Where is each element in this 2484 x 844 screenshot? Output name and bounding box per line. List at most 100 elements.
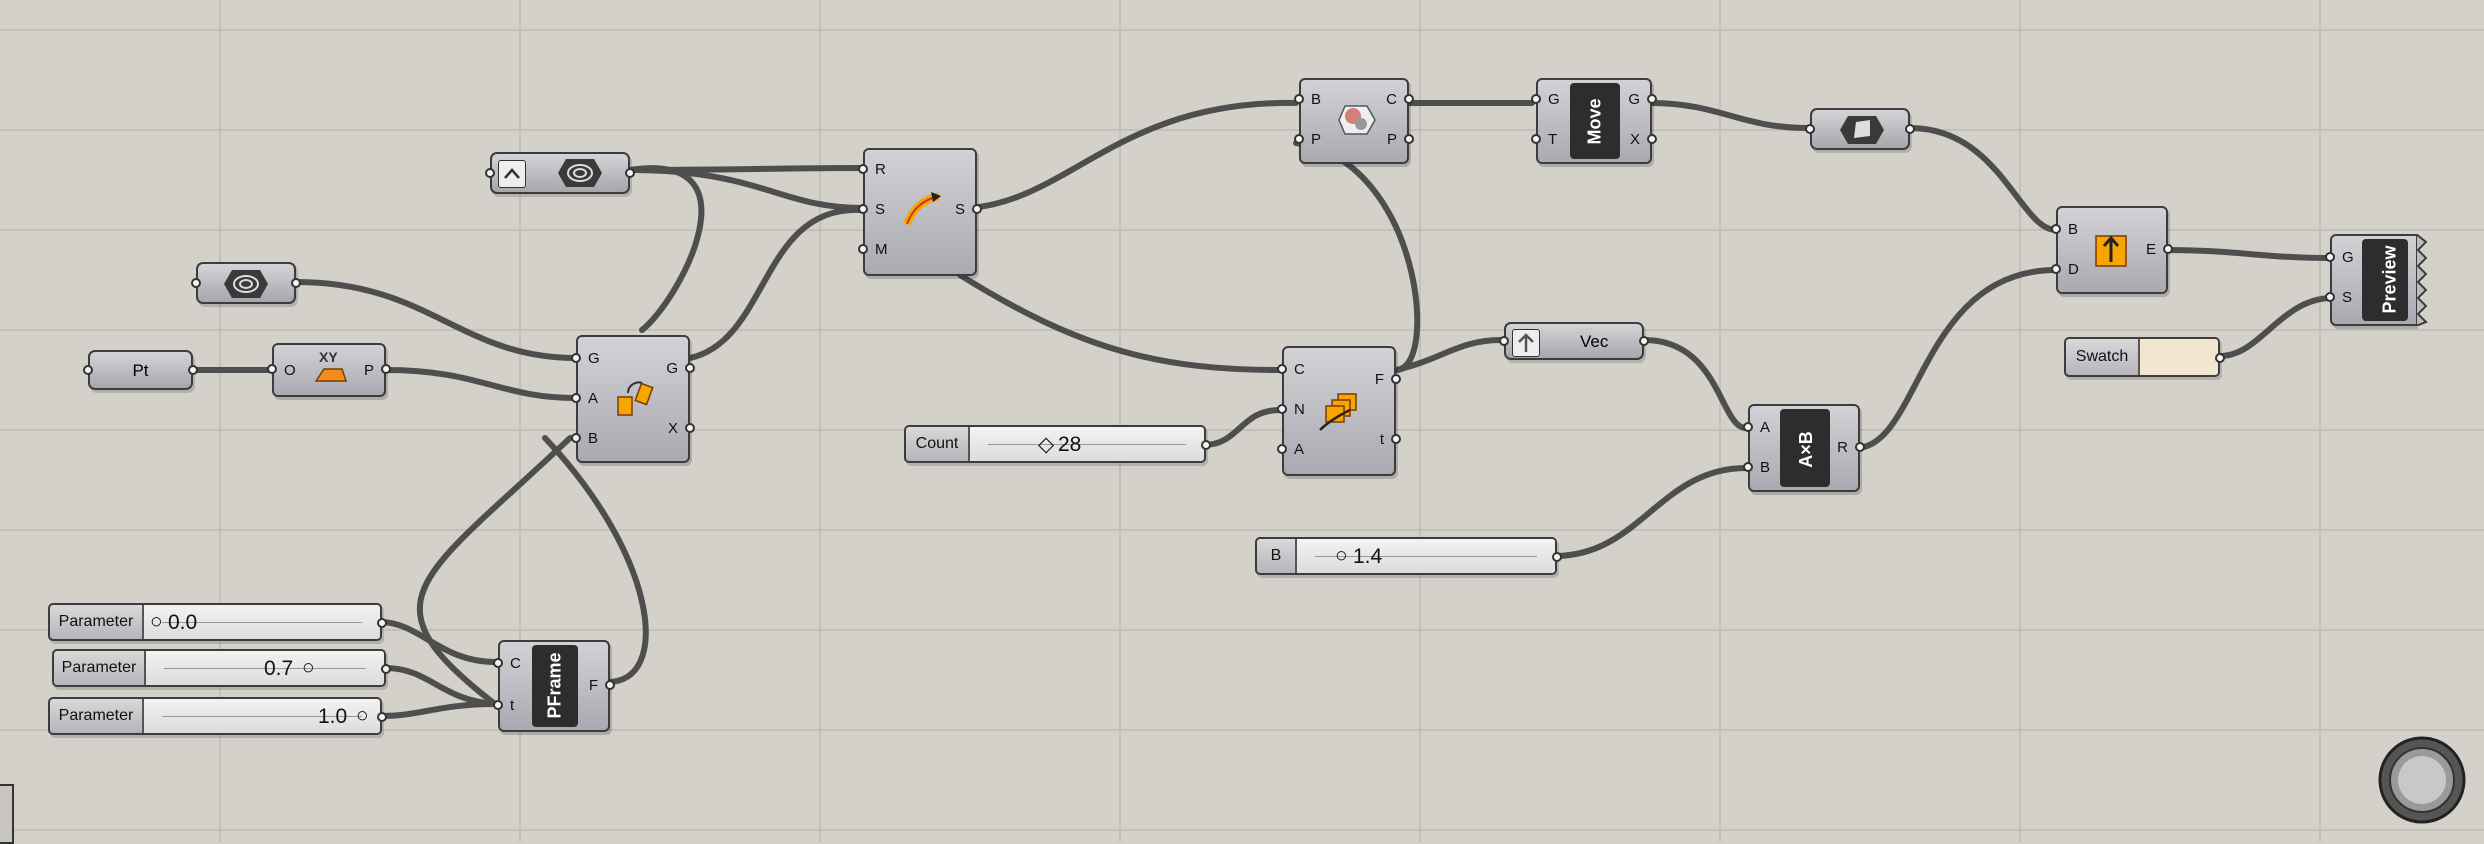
slider-ticks <box>162 716 362 717</box>
point-param[interactable]: Pt <box>83 350 198 390</box>
input-grip[interactable] <box>1743 462 1753 472</box>
parameter-slider-2-knob[interactable]: ○ <box>302 656 315 679</box>
input-grip[interactable] <box>2051 224 2061 234</box>
toggle-button[interactable] <box>498 160 526 188</box>
input-grip[interactable] <box>2051 264 2061 274</box>
output-grip[interactable] <box>1201 440 1211 450</box>
input-grip[interactable] <box>1277 364 1287 374</box>
output-grip[interactable] <box>625 168 635 178</box>
output-grip[interactable] <box>188 365 198 375</box>
parameter-slider-1-label: Parameter <box>50 605 144 639</box>
output-x-label: X <box>667 420 678 437</box>
output-grip[interactable] <box>2163 244 2173 254</box>
parameter-slider-1-knob[interactable]: ○ <box>150 610 163 633</box>
input-grip[interactable] <box>571 353 581 363</box>
point-param-label: Pt <box>132 361 149 380</box>
bake-icon <box>558 157 602 189</box>
output-grip[interactable] <box>2215 353 2225 363</box>
canvas-navigator-icon[interactable] <box>2376 734 2468 826</box>
input-grip[interactable] <box>858 164 868 174</box>
input-grip[interactable] <box>1294 94 1304 104</box>
input-grip[interactable] <box>83 365 93 375</box>
curve-array-component[interactable]: C N A F t <box>1277 346 1401 476</box>
output-grip[interactable] <box>1404 94 1414 104</box>
input-grip[interactable] <box>1531 94 1541 104</box>
input-grip[interactable] <box>858 204 868 214</box>
output-grip[interactable] <box>377 712 387 722</box>
output-grip[interactable] <box>1552 552 1562 562</box>
output-grip[interactable] <box>1639 336 1649 346</box>
sweep-component[interactable]: R S M S <box>858 148 982 276</box>
swatch-param[interactable]: Swatch <box>2064 337 2225 377</box>
input-grip[interactable] <box>493 700 503 710</box>
output-grip[interactable] <box>685 423 695 433</box>
pframe-component[interactable]: C t F PFrame <box>493 640 615 732</box>
input-grip[interactable] <box>1499 336 1509 346</box>
input-grip[interactable] <box>2325 292 2335 302</box>
input-grip[interactable] <box>493 658 503 668</box>
output-grip[interactable] <box>1404 134 1414 144</box>
output-grip[interactable] <box>1391 434 1401 444</box>
count-slider[interactable]: Count ◇ 28 <box>904 425 1211 463</box>
input-grip[interactable] <box>267 364 277 374</box>
swatch-color[interactable] <box>2140 339 2218 375</box>
parameter-slider-1-track[interactable]: ○ 0.0 <box>144 605 380 639</box>
input-grip[interactable] <box>571 433 581 443</box>
input-grip[interactable] <box>1805 124 1815 134</box>
output-grip[interactable] <box>1647 94 1657 104</box>
extrude-icon <box>2092 228 2132 272</box>
construct-plane-component[interactable]: O P XY <box>267 343 391 397</box>
curve-param[interactable] <box>191 262 301 304</box>
input-n-label: N <box>1294 401 1305 418</box>
move-component[interactable]: G T G X Move <box>1531 78 1657 164</box>
multiply-component[interactable]: A B R A×B <box>1743 404 1865 492</box>
output-grip[interactable] <box>972 204 982 214</box>
brep-component[interactable]: B P C P <box>1294 78 1414 164</box>
b-slider-knob[interactable]: ○ <box>1335 544 1348 567</box>
preview-component[interactable]: G S Preview <box>2325 234 2428 326</box>
output-grip[interactable] <box>1391 374 1401 384</box>
parameter-slider-3[interactable]: Parameter 1.0 ○ <box>48 697 387 735</box>
count-slider-knob[interactable]: ◇ <box>1038 433 1055 456</box>
rotate-component[interactable]: G A B G X <box>571 335 695 463</box>
pframe-label: PFrame <box>544 652 565 719</box>
input-grip[interactable] <box>1294 134 1304 144</box>
b-slider-track[interactable]: ○ 1.4 <box>1297 539 1555 573</box>
output-grip[interactable] <box>1855 442 1865 452</box>
count-slider-label: Count <box>906 427 970 461</box>
input-b-label: B <box>588 430 599 447</box>
input-grip[interactable] <box>1743 422 1753 432</box>
input-a-label: A <box>1760 419 1771 436</box>
input-s-label: S <box>875 201 886 218</box>
output-grip[interactable] <box>1647 134 1657 144</box>
extrude-component[interactable]: B D E <box>2051 206 2173 294</box>
geometry-param[interactable] <box>1805 108 1915 150</box>
input-grip[interactable] <box>191 278 201 288</box>
input-grip[interactable] <box>1277 404 1287 414</box>
output-grip[interactable] <box>685 363 695 373</box>
bake-param[interactable] <box>485 152 635 194</box>
output-grip[interactable] <box>381 664 391 674</box>
vector-param[interactable]: Vec <box>1499 322 1649 360</box>
parameter-slider-2[interactable]: Parameter 0.7 ○ <box>52 649 391 687</box>
input-r-label: R <box>875 161 886 178</box>
input-s-label: S <box>2342 289 2353 306</box>
output-grip[interactable] <box>377 618 387 628</box>
input-grip[interactable] <box>1277 444 1287 454</box>
b-slider[interactable]: B ○ 1.4 <box>1255 537 1562 575</box>
output-grip[interactable] <box>605 680 615 690</box>
output-grip[interactable] <box>291 278 301 288</box>
parameter-slider-3-knob[interactable]: ○ <box>356 704 369 727</box>
parameter-slider-1[interactable]: Parameter ○ 0.0 <box>48 603 387 641</box>
output-f-label: F <box>588 677 598 694</box>
output-grip[interactable] <box>381 364 391 374</box>
parameter-slider-2-track[interactable]: 0.7 ○ <box>146 651 384 685</box>
input-grip[interactable] <box>1531 134 1541 144</box>
input-grip[interactable] <box>571 393 581 403</box>
count-slider-track[interactable]: ◇ 28 <box>970 427 1204 461</box>
input-grip[interactable] <box>858 244 868 254</box>
input-grip[interactable] <box>2325 252 2335 262</box>
input-grip[interactable] <box>485 168 495 178</box>
output-grip[interactable] <box>1905 124 1915 134</box>
parameter-slider-3-track[interactable]: 1.0 ○ <box>144 699 380 733</box>
